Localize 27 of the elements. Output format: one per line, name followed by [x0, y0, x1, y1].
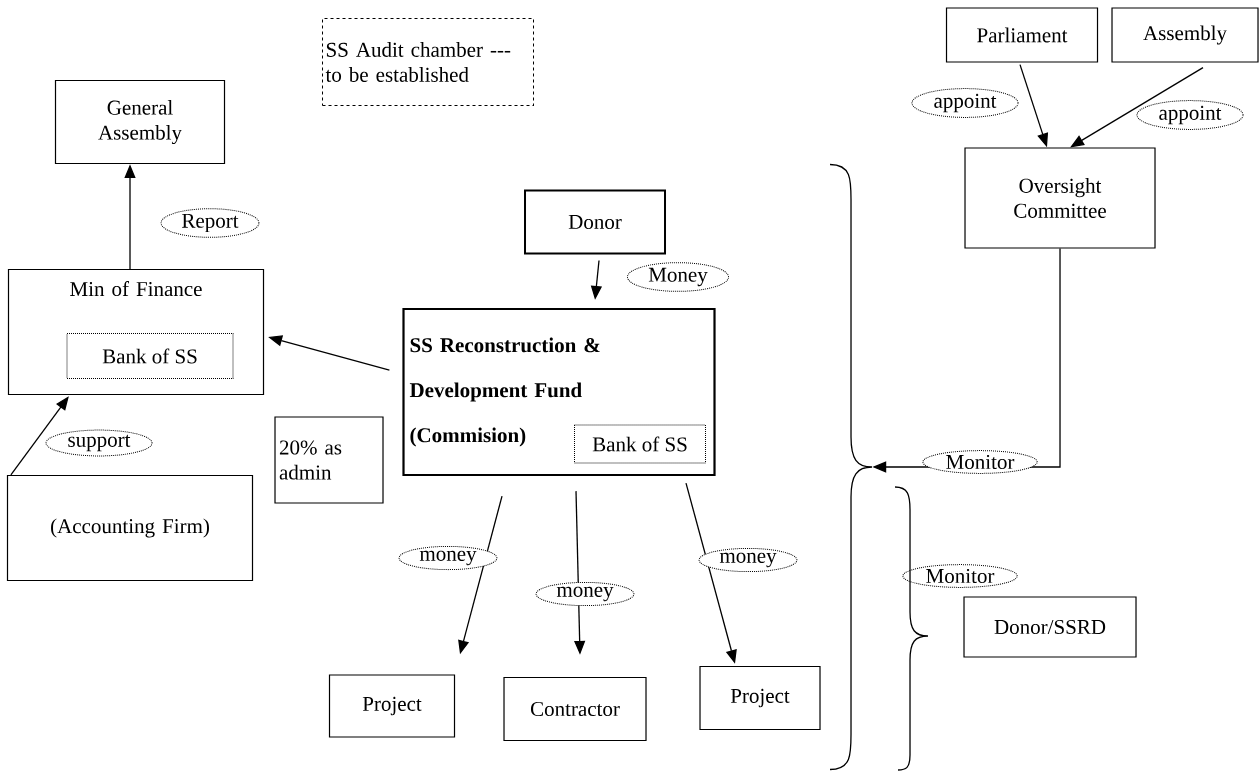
edge-label: Report	[160, 208, 260, 238]
edge-label: appoint	[1136, 100, 1244, 130]
arrow	[1070, 66, 1204, 148]
process-box: Parliament	[945, 7, 1099, 63]
process-box: Donor/SSRD	[963, 596, 1137, 658]
edge-label: money	[398, 545, 498, 571]
process-box: (Accounting Firm)	[6, 474, 254, 582]
edge-label: appoint	[911, 88, 1019, 118]
brace	[829, 163, 873, 771]
process-box: Assembly	[1111, 7, 1259, 63]
process-box: Project	[699, 665, 821, 731]
ellipse-label: Monitor	[902, 564, 1018, 588]
edge-label: money	[535, 581, 635, 607]
process-box: Contractor	[503, 676, 647, 742]
process-box: Project	[328, 674, 456, 738]
donor-box: Donor	[524, 189, 666, 255]
edge-label: Monitor	[922, 450, 1038, 474]
arrow	[10, 396, 69, 476]
bank-box: Bank of SS	[66, 333, 234, 379]
process-box: General Assembly	[54, 79, 226, 165]
edge-label: Money	[626, 262, 730, 292]
note-box: SS Audit chamber --- to be established	[322, 18, 534, 106]
note-box: 20% as admin	[274, 416, 384, 504]
edge-label: support	[45, 429, 153, 457]
edge-label: money	[698, 547, 798, 573]
bank-box: Bank of SS	[574, 424, 706, 464]
process-box: Oversight Committee	[964, 147, 1156, 249]
